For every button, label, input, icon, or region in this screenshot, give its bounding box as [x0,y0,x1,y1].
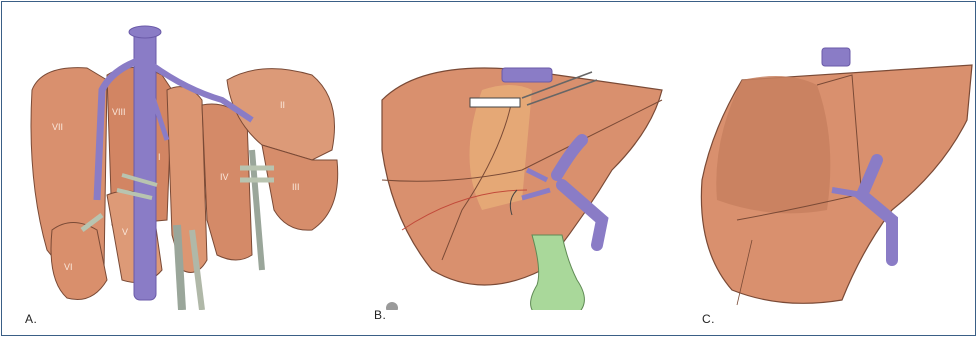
portal-pedicle [177,225,182,310]
ivc-stump [502,68,552,82]
segment-label-v: V [122,227,128,237]
gallbladder [531,235,585,310]
segment-iv-lobe-left [167,87,207,273]
panel-a: VII VIII II III IV V VI I [12,20,342,310]
segment-label-iv: IV [220,172,229,182]
panel-label-a: A. [25,312,37,326]
segment-label-ii: II [280,100,285,110]
segment-label-iii: III [292,182,300,192]
segment-label-viii: VIII [112,107,126,117]
vascular-clamp [470,98,520,107]
panel-label-b: B. [374,308,386,322]
segment-label-i: I [158,152,161,162]
dot-marker [386,302,398,310]
panel-label-c: C. [702,312,715,326]
segment-iii-lobe [262,145,338,230]
panel-b-drawing [362,20,672,310]
panel-a-drawing: VII VIII II III IV V VI I [12,20,342,310]
ivc-top-c [822,48,850,66]
panel-b [362,20,672,310]
panel-c [692,20,977,310]
panel-c-drawing [692,20,977,310]
inferior-vena-cava [134,30,156,300]
segment-label-vi: VI [64,262,73,272]
segment-label-vii: VII [52,122,63,132]
ivc-top [129,26,161,38]
